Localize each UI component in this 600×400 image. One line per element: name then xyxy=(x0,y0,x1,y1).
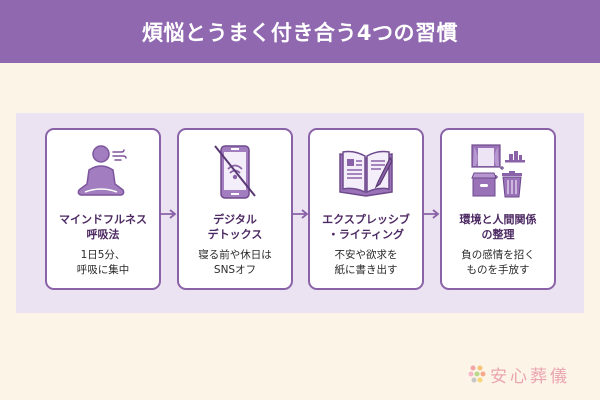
phone-disabled-icon xyxy=(203,142,267,202)
step-title: デジタル デトックス xyxy=(207,213,263,241)
step-description: 負の感情を招く ものを手放す xyxy=(461,249,535,276)
room-declutter-icon xyxy=(466,142,530,202)
step-card-mindfulness: マインドフルネス 呼吸法 1日5分、 呼吸に集中 xyxy=(45,128,161,290)
step-card-declutter: 環境と人間関係 の整理 負の感情を招く ものを手放す xyxy=(440,128,556,290)
step-description: 不安や欲求を 紙に書き出す xyxy=(334,249,398,276)
journal-pen-icon xyxy=(334,142,398,202)
header-banner: 煩悩とうまく付き合う4つの習慣 xyxy=(0,0,600,63)
meditation-person-icon xyxy=(71,142,135,202)
step-description: 1日5分、 呼吸に集中 xyxy=(76,249,130,276)
arrow-right-icon xyxy=(292,209,309,219)
step-title: 環境と人間関係 の整理 xyxy=(459,213,537,241)
step-description: 寝る前や休日は SNSオフ xyxy=(198,249,272,276)
arrow-right-icon xyxy=(423,209,440,219)
arrow-right-icon xyxy=(160,209,177,219)
flower-bouquet-icon xyxy=(468,365,486,382)
step-card-digital-detox: デジタル デトックス 寝る前や休日は SNSオフ xyxy=(177,128,293,290)
page-title: 煩悩とうまく付き合う4つの習慣 xyxy=(141,20,459,45)
step-card-expressive-writing: エクスプレッシブ ・ライティング 不安や欲求を 紙に書き出す xyxy=(308,128,424,290)
brand-logo: 安心葬儀 xyxy=(468,362,570,387)
brand-name: 安心葬儀 xyxy=(490,367,570,387)
step-title: マインドフルネス 呼吸法 xyxy=(59,213,147,241)
step-title: エクスプレッシブ ・ライティング xyxy=(322,213,410,241)
